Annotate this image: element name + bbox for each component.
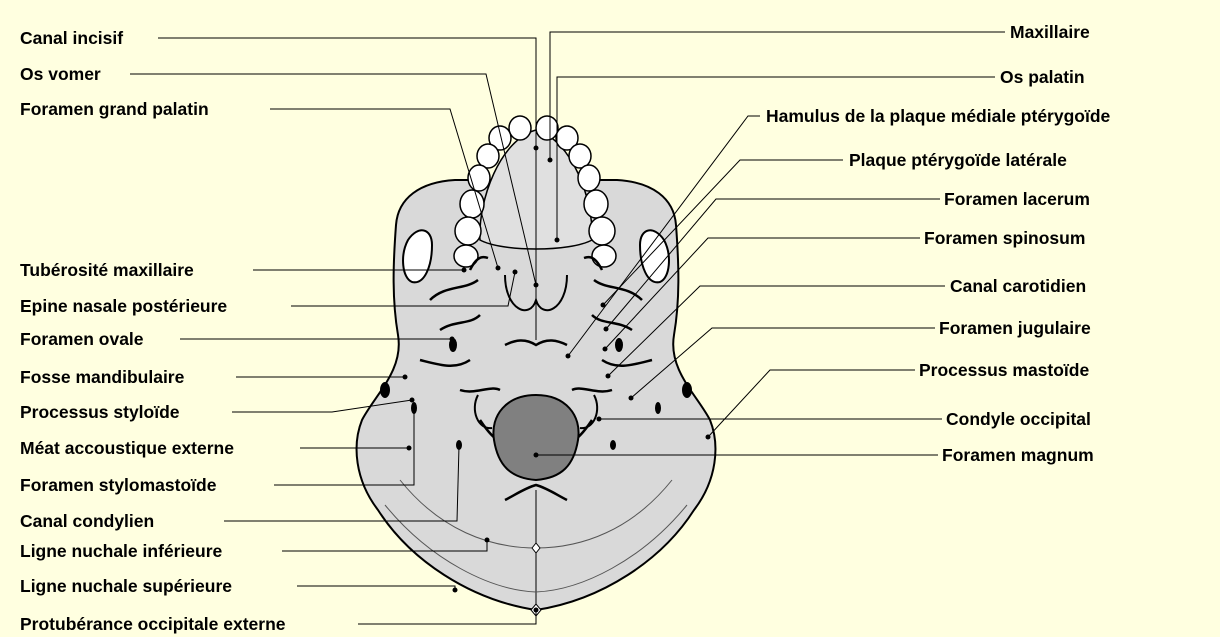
label-foramen-jugulaire: Foramen jugulaire	[939, 318, 1091, 338]
label-os-palatin: Os palatin	[1000, 67, 1085, 87]
label-foramen-lacerum: Foramen lacerum	[944, 189, 1090, 209]
label-protuberance-occipitale-externe: Protubérance occipitale externe	[20, 614, 286, 634]
label-foramen-spinosum: Foramen spinosum	[924, 228, 1085, 248]
label-plaque-pterygoide-laterale: Plaque ptérygoïde latérale	[849, 150, 1067, 170]
label-os-vomer: Os vomer	[20, 64, 101, 84]
label-foramen-magnum: Foramen magnum	[942, 445, 1094, 465]
label-canal-condylien: Canal condylien	[20, 511, 154, 531]
label-epine-nasale-posterieure: Epine nasale postérieure	[20, 296, 227, 316]
foramen-magnum	[493, 395, 578, 480]
label-maxillaire: Maxillaire	[1010, 22, 1090, 42]
label-ligne-nuchale-inferieure: Ligne nuchale inférieure	[20, 541, 223, 561]
label-foramen-grand-palatin: Foramen grand palatin	[20, 99, 209, 119]
label-condyle-occipital: Condyle occipital	[946, 409, 1091, 429]
label-canal-incisif: Canal incisif	[20, 28, 123, 48]
label-canal-carotidien: Canal carotidien	[950, 276, 1086, 296]
label-hamulus: Hamulus de la plaque médiale ptérygoïde	[766, 106, 1111, 126]
label-foramen-stylomastoide: Foramen stylomastoïde	[20, 475, 217, 495]
label-ligne-nuchale-superieure: Ligne nuchale supérieure	[20, 576, 232, 596]
label-processus-styloide: Processus styloïde	[20, 402, 180, 422]
label-tuberosite-maxillaire: Tubérosité maxillaire	[20, 260, 194, 280]
label-processus-mastoide: Processus mastoïde	[919, 360, 1089, 380]
label-fosse-mandibulaire: Fosse mandibulaire	[20, 367, 185, 387]
label-foramen-ovale: Foramen ovale	[20, 329, 144, 349]
label-meat-accoustique-externe: Méat accoustique externe	[20, 438, 234, 458]
